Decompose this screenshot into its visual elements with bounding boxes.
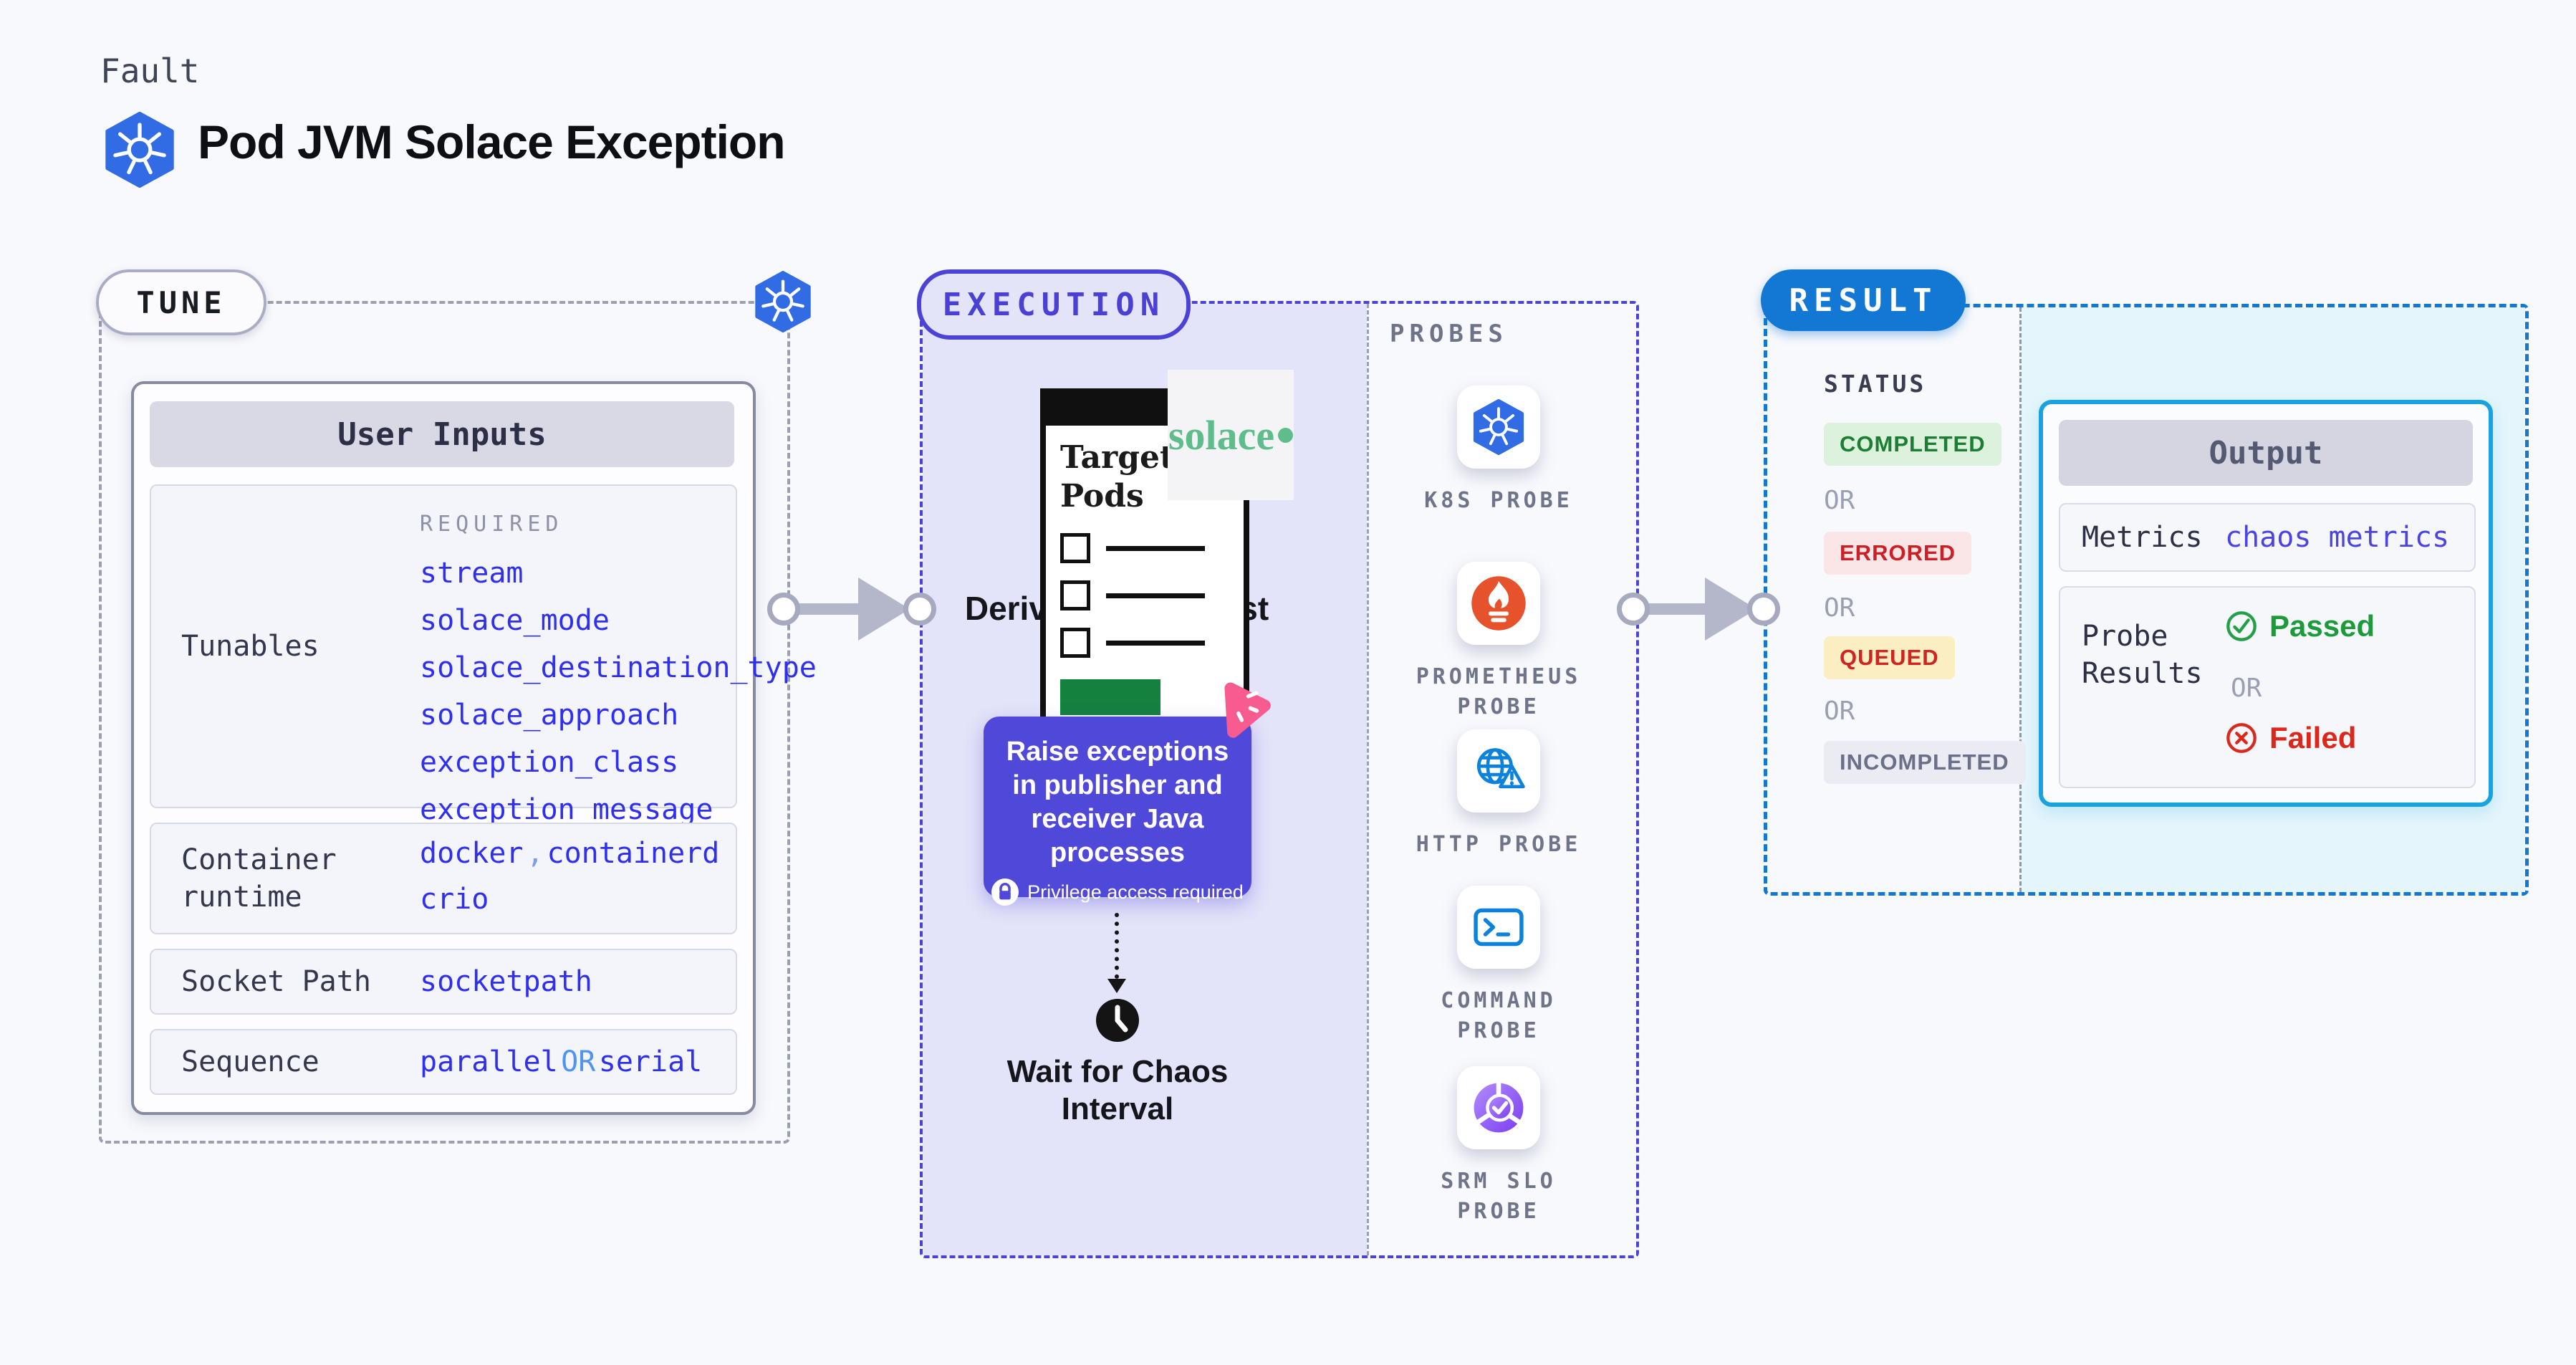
probes-label: PROBES <box>1390 320 1508 348</box>
flow-connector <box>1115 913 1119 979</box>
probe-results-label: Probe <box>2082 620 2168 653</box>
clock-icon <box>1095 997 1140 1043</box>
tune-badge: TUNE <box>96 269 266 335</box>
fault-eyebrow: Fault <box>100 52 200 90</box>
execution-badge: EXECUTION <box>917 269 1191 340</box>
probe-name: SRM SLO <box>1441 1169 1557 1194</box>
container-runtime-value: docker <box>420 837 524 870</box>
solace-logo-card: solace <box>1168 370 1294 500</box>
tunables-list: stream solace_mode solace_destination_ty… <box>420 550 817 833</box>
sequence-value: parallel <box>420 1045 558 1078</box>
container-runtime-value: crio <box>420 883 489 916</box>
pod-list-item <box>1060 580 1205 610</box>
probe-k8s: K8S PROBE <box>1370 385 1628 516</box>
wait-caption-line: Interval <box>1061 1091 1174 1126</box>
arrow-down-icon <box>1107 979 1126 993</box>
chaos-pinwheel-icon <box>1212 678 1278 744</box>
kubernetes-icon <box>1471 399 1527 455</box>
globe-warning-icon <box>1469 741 1529 801</box>
page-title: Pod JVM Solace Exception <box>198 115 786 168</box>
probe-name: K8S PROBE <box>1424 488 1573 513</box>
select-button-illustration <box>1060 679 1160 715</box>
probe-results-label: Results <box>2082 657 2203 690</box>
probe-srm-slo: SRM SLO PROBE <box>1370 1066 1628 1227</box>
container-runtime-row: Container runtime docker , containerd cr… <box>150 823 737 934</box>
check-circle-icon <box>2225 610 2258 643</box>
user-inputs-card: User Inputs Tunables REQUIRED stream sol… <box>131 381 817 1115</box>
probe-name: HTTP PROBE <box>1416 832 1582 857</box>
metrics-label: Metrics <box>2082 521 2203 554</box>
output-card: Output Metrics chaos metrics Probe Resul… <box>2039 400 2493 807</box>
status-label: STATUS <box>1824 370 1927 398</box>
sequence-value: serial <box>598 1045 703 1078</box>
required-label: REQUIRED <box>420 512 564 537</box>
kubernetes-icon <box>102 112 178 188</box>
tunable-item: stream <box>420 557 524 590</box>
value-separator: , <box>526 837 544 870</box>
passed-label: Passed <box>2269 609 2375 643</box>
tunable-item: solace_approach <box>420 699 679 732</box>
pod-list-item <box>1060 628 1205 658</box>
slo-gauge-icon <box>1469 1078 1528 1137</box>
container-runtime-label: Container <box>181 843 337 876</box>
tunable-item: solace_destination_type <box>420 651 817 684</box>
checkbox-icon <box>1060 628 1090 658</box>
probe-prometheus: PROMETHEUS PROBE <box>1370 562 1628 722</box>
pod-list-item <box>1060 533 1205 563</box>
probe-name: COMMAND <box>1441 988 1557 1013</box>
or-label: OR <box>2231 674 2262 703</box>
prometheus-icon <box>1469 574 1528 633</box>
solace-logo: solace <box>1168 411 1275 459</box>
lock-icon <box>991 878 1019 906</box>
sequence-row: Sequence parallel OR serial <box>150 1029 737 1095</box>
probe-name: PROBE <box>1457 1199 1540 1224</box>
status-badge-errored: ERRORED <box>1824 532 1972 575</box>
checkbox-icon <box>1060 533 1090 563</box>
x-circle-icon <box>2225 722 2258 755</box>
metrics-value: chaos metrics <box>2225 521 2450 554</box>
status-badge-incompleted: INCOMPLETED <box>1824 741 2025 784</box>
metrics-row: Metrics chaos metrics <box>2059 503 2476 572</box>
tunable-item: exception_message <box>420 793 713 826</box>
socket-path-value: socketpath <box>420 965 592 998</box>
or-label: OR <box>1824 593 1855 623</box>
probe-name: PROMETHEUS <box>1416 664 1582 689</box>
terminal-icon <box>1469 897 1529 957</box>
chaos-action-box: Raise exceptions in publisher and receiv… <box>984 717 1251 906</box>
status-badge-queued: QUEUED <box>1824 636 1955 679</box>
or-label: OR <box>1824 696 1855 726</box>
probe-http: HTTP PROBE <box>1370 729 1628 860</box>
privilege-note: Privilege access required <box>1027 881 1244 903</box>
tunables-row: Tunables REQUIRED stream solace_mode sol… <box>150 484 817 826</box>
container-runtime-label: runtime <box>181 881 302 914</box>
kubernetes-icon <box>752 271 814 332</box>
tune-section-box <box>99 301 790 1144</box>
wait-caption-line: Wait for Chaos <box>1006 1054 1229 1089</box>
failed-label: Failed <box>2269 721 2357 755</box>
probe-results-row: Probe Results Passed OR Failed <box>2059 586 2476 788</box>
user-inputs-title: User Inputs <box>150 401 734 467</box>
socket-path-row: Socket Path socketpath <box>150 949 737 1015</box>
tunable-item: solace_mode <box>420 604 610 637</box>
window-title: Pods <box>1060 478 1144 514</box>
result-badge: RESULT <box>1761 269 1966 331</box>
tunables-label: Tunables <box>181 630 319 663</box>
tunable-item: exception_class <box>420 746 679 779</box>
socket-path-label: Socket Path <box>181 965 371 998</box>
wait-caption: Wait for Chaos Interval <box>989 1053 1246 1128</box>
or-label: OR <box>1824 486 1855 515</box>
probe-name: PROBE <box>1457 694 1540 719</box>
chaos-action-text: Raise exceptions in publisher and receiv… <box>1006 737 1229 868</box>
sequence-label: Sequence <box>181 1045 319 1078</box>
output-title: Output <box>2059 420 2473 486</box>
solace-dot <box>1278 427 1294 443</box>
container-runtime-value: containerd <box>547 837 720 870</box>
checkbox-icon <box>1060 580 1090 610</box>
sequence-or: OR <box>561 1045 596 1078</box>
probe-command: COMMAND PROBE <box>1370 886 1628 1046</box>
status-badge-completed: COMPLETED <box>1824 423 2001 466</box>
window-title: Target <box>1060 439 1175 476</box>
probe-name: PROBE <box>1457 1018 1540 1043</box>
